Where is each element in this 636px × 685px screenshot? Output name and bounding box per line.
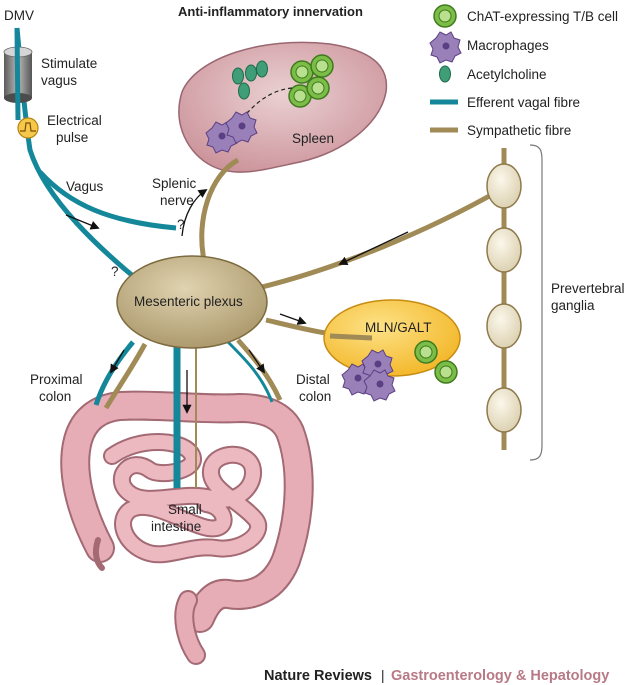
- splenic-nerve: [199, 157, 240, 261]
- arrow: [279, 313, 307, 325]
- splenic-nerve-label: Splenic: [152, 176, 197, 191]
- vagus-splenic-branch: [38, 170, 177, 231]
- electrical-pulse-label-line2: pulse: [56, 130, 88, 145]
- legend-label: Macrophages: [467, 38, 549, 53]
- mesenteric-plexus-label: Mesenteric plexus: [134, 294, 243, 309]
- arrow: [181, 188, 208, 237]
- legend-label: Sympathetic fibre: [467, 123, 571, 138]
- acetylcholine-icon: [245, 64, 257, 82]
- legend-label: Acetylcholine: [467, 67, 547, 82]
- stimulate-vagus-label: Stimulate: [41, 56, 97, 71]
- ganglion: [486, 303, 522, 349]
- splenic-nerve-label-line2: nerve: [160, 193, 194, 208]
- journal-name: Gastroenterology & Hepatology: [391, 668, 609, 684]
- mln-chat-cells: [414, 340, 458, 384]
- intestine: [60, 390, 314, 665]
- prevertebral-ganglia-label-line2: ganglia: [551, 298, 595, 313]
- ganglion: [486, 163, 522, 209]
- appendix: [92, 537, 105, 571]
- legend-item-vagal-fibre: Efferent vagal fibre: [430, 95, 580, 110]
- arrow: [338, 231, 409, 266]
- ganglia-bracket: [529, 144, 543, 461]
- mln-macrophages: [341, 349, 396, 402]
- spleen: [178, 41, 388, 173]
- legend-item-chat-cell: ChAT-expressing T/B cell: [433, 4, 618, 28]
- legend-label: Efferent vagal fibre: [467, 95, 580, 110]
- legend-item-sympathetic-fibre: Sympathetic fibre: [430, 123, 571, 138]
- electrical-pulse-icon: [17, 117, 39, 139]
- small-intestine-label-line2: intestine: [151, 519, 201, 534]
- sympathetic-to-ganglia: [257, 187, 502, 291]
- vagus-label: Vagus: [66, 179, 104, 194]
- stimulate-vagus-label-line2: vagus: [41, 73, 77, 88]
- legend-item-acetylcholine: Acetylcholine: [439, 65, 547, 83]
- ganglion: [486, 227, 522, 273]
- ganglion: [486, 387, 522, 433]
- direction-arrows: [65, 188, 409, 414]
- diagram-title: Anti-inflammatory innervation: [178, 4, 363, 19]
- acetylcholine-icon: [439, 65, 451, 83]
- acetylcholine-icon: [232, 67, 244, 85]
- prevertebral-ganglia-label: Prevertebral: [551, 281, 625, 296]
- footer-credit: Nature Reviews | Gastroenterology & Hepa…: [264, 668, 609, 684]
- spleen-macrophages: [205, 111, 258, 154]
- arrow: [248, 349, 266, 374]
- spleen-label: Spleen: [292, 131, 334, 146]
- dmv-label: DMV: [4, 8, 34, 23]
- arrow: [110, 349, 125, 374]
- distal-colon-label-line2: colon: [299, 389, 331, 404]
- plexus-question-mark: ?: [111, 264, 119, 279]
- vagus-question-mark: ?: [177, 217, 185, 232]
- spleen-acetylcholine-group: [232, 60, 268, 100]
- prevertebral-ganglia: [486, 163, 522, 433]
- acetylcholine-icon: [238, 82, 250, 100]
- legend: ChAT-expressing T/B cell Macrophages Ace…: [429, 4, 618, 138]
- acetylcholine-icon: [256, 60, 268, 78]
- mln-galt-label: MLN/GALT: [365, 320, 432, 335]
- publisher-name: Nature Reviews: [264, 668, 372, 684]
- distal-colon-label: Distal: [296, 372, 330, 387]
- electrical-pulse-label: Electrical: [47, 113, 102, 128]
- small-intestine-label: Small: [168, 502, 202, 517]
- proximal-colon-label-line2: colon: [39, 389, 71, 404]
- spleen-chat-cells: [288, 54, 334, 108]
- sympathetic-proximal-colon: [103, 342, 148, 410]
- legend-label: ChAT-expressing T/B cell: [467, 9, 618, 24]
- arrow: [65, 214, 100, 230]
- footer-separator: |: [381, 668, 385, 683]
- proximal-colon-label: Proximal: [30, 372, 83, 387]
- legend-item-macrophage: Macrophages: [429, 31, 549, 64]
- mesenteric-plexus: [116, 255, 268, 349]
- vagus-distal-colon: [226, 340, 274, 403]
- sympathetic-distal-colon: [236, 338, 283, 402]
